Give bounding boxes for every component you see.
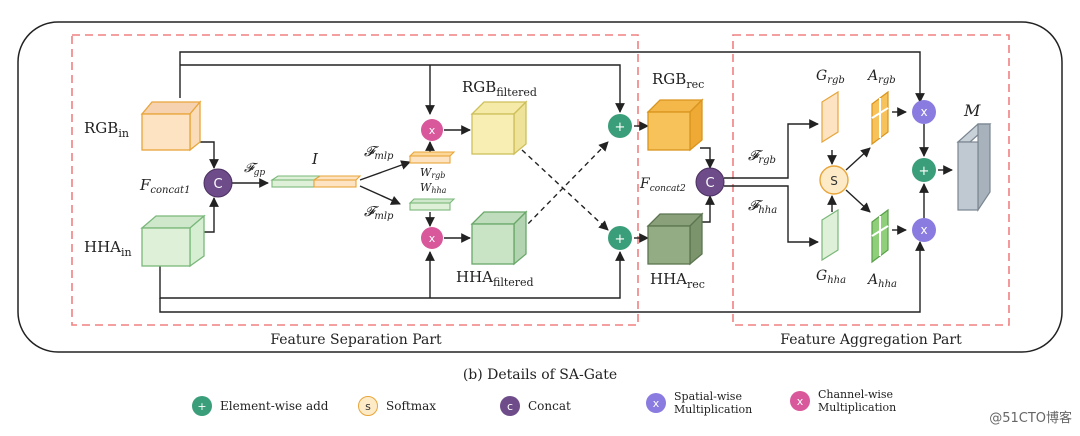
legend-item-add: + Element-wise add <box>192 396 329 416</box>
concat1-node: C <box>203 168 233 198</box>
add-icon: + <box>192 396 212 416</box>
legend-item-softmax: s Softmax <box>358 396 436 416</box>
svg-text:x: x <box>920 223 927 237</box>
w-hha-vector <box>408 198 456 211</box>
svg-text:S: S <box>830 174 838 188</box>
a-rgb-label: Argb <box>866 68 896 86</box>
hha-filtered-label: HHAfiltered <box>456 268 534 289</box>
svg-text:C: C <box>705 176 714 191</box>
spatial-mult-icon: x <box>646 393 666 413</box>
i-label: I <box>311 150 319 168</box>
a-rgb-plane <box>871 90 889 146</box>
add-bottom-node: + <box>608 226 632 250</box>
concat-icon: c <box>500 396 520 416</box>
rgb-in-cube <box>140 100 202 152</box>
svg-text:x: x <box>920 105 927 119</box>
g-rgb-label: Grgb <box>816 68 845 86</box>
figure-caption: (b) Details of SA-Gate <box>462 367 618 383</box>
w-hha-label: Whha <box>420 181 447 195</box>
w-rgb-label: Wrgb <box>420 166 445 180</box>
feature-aggregation-title: Feature Aggregation Part <box>780 332 962 348</box>
channel-mult-top-node: x <box>421 119 443 141</box>
channel-mult-icon: x <box>790 391 810 411</box>
m-output-cube <box>956 123 992 212</box>
f-rgb-label: 𝓕rgb <box>748 148 776 166</box>
connections <box>159 51 953 313</box>
spatial-mult-top-node: x <box>912 100 936 124</box>
spatial-mult-bottom-node: x <box>912 218 936 242</box>
svg-text:+: + <box>615 120 626 135</box>
legend-label-add: Element-wise add <box>220 398 329 413</box>
hha-in-label: HHAin <box>84 238 132 259</box>
svg-text:+: + <box>919 164 930 179</box>
svg-text:x: x <box>429 124 436 137</box>
g-hha-label: Ghha <box>816 268 846 286</box>
feature-separation-region <box>71 34 639 326</box>
f-hha-label: 𝓕hha <box>748 198 777 216</box>
f-mlp-top-label: 𝓕mlp <box>364 144 394 162</box>
svg-text:+: + <box>615 232 626 247</box>
svg-text:x: x <box>429 232 436 245</box>
feature-aggregation-region <box>732 34 1010 326</box>
outer-frame <box>17 21 1063 353</box>
legend: + Element-wise add s Softmax c Concat x … <box>0 388 1080 428</box>
f-mlp-bottom-label: 𝓕mlp <box>364 204 394 222</box>
g-hha-plane <box>821 208 839 262</box>
legend-item-channel: x Channel-wise Multiplication <box>790 388 898 414</box>
channel-mult-bottom-node: x <box>421 227 443 249</box>
hha-in-cube <box>140 214 206 268</box>
legend-item-spatial: x Spatial-wise Multiplication <box>646 390 754 416</box>
rgb-rec-label: RGBrec <box>652 70 704 91</box>
add-top-node: + <box>608 114 632 138</box>
rgb-rec-cube <box>646 98 704 152</box>
legend-label-softmax: Softmax <box>386 398 437 413</box>
a-hha-plane <box>871 208 889 264</box>
feature-separation-title: Feature Separation Part <box>270 332 442 348</box>
rgb-in-label: RGBin <box>84 119 129 140</box>
legend-label-channel: Channel-wise Multiplication <box>818 388 897 414</box>
watermark: @51CTO博客 <box>989 411 1072 426</box>
legend-label-spatial: Spatial-wise Multiplication <box>674 390 753 416</box>
rgb-filtered-label: RGBfiltered <box>462 78 537 99</box>
svg-text:C: C <box>213 177 222 192</box>
m-label: M <box>963 101 981 120</box>
rgb-filtered-cube <box>470 100 528 156</box>
w-rgb-vector <box>408 151 456 164</box>
a-hha-label: Ahha <box>866 272 897 290</box>
hha-rec-cube <box>646 212 704 266</box>
add-final-node: + <box>912 158 936 182</box>
f-gp-label: 𝓕gp <box>244 161 265 178</box>
legend-label-concat: Concat <box>528 398 571 413</box>
hha-rec-label: HHArec <box>650 270 705 291</box>
hha-filtered-cube <box>470 210 528 266</box>
g-rgb-plane <box>821 90 839 144</box>
f-concat1-label: Fconcat1 <box>139 176 190 196</box>
cross-connections <box>521 141 609 231</box>
softmax-node: S <box>819 165 849 195</box>
concat2-node: C <box>695 167 725 197</box>
i-vector <box>270 175 362 188</box>
softmax-icon: s <box>358 396 378 416</box>
legend-item-concat: c Concat <box>500 396 571 416</box>
f-concat2-label: Fconcat2 <box>639 176 686 194</box>
